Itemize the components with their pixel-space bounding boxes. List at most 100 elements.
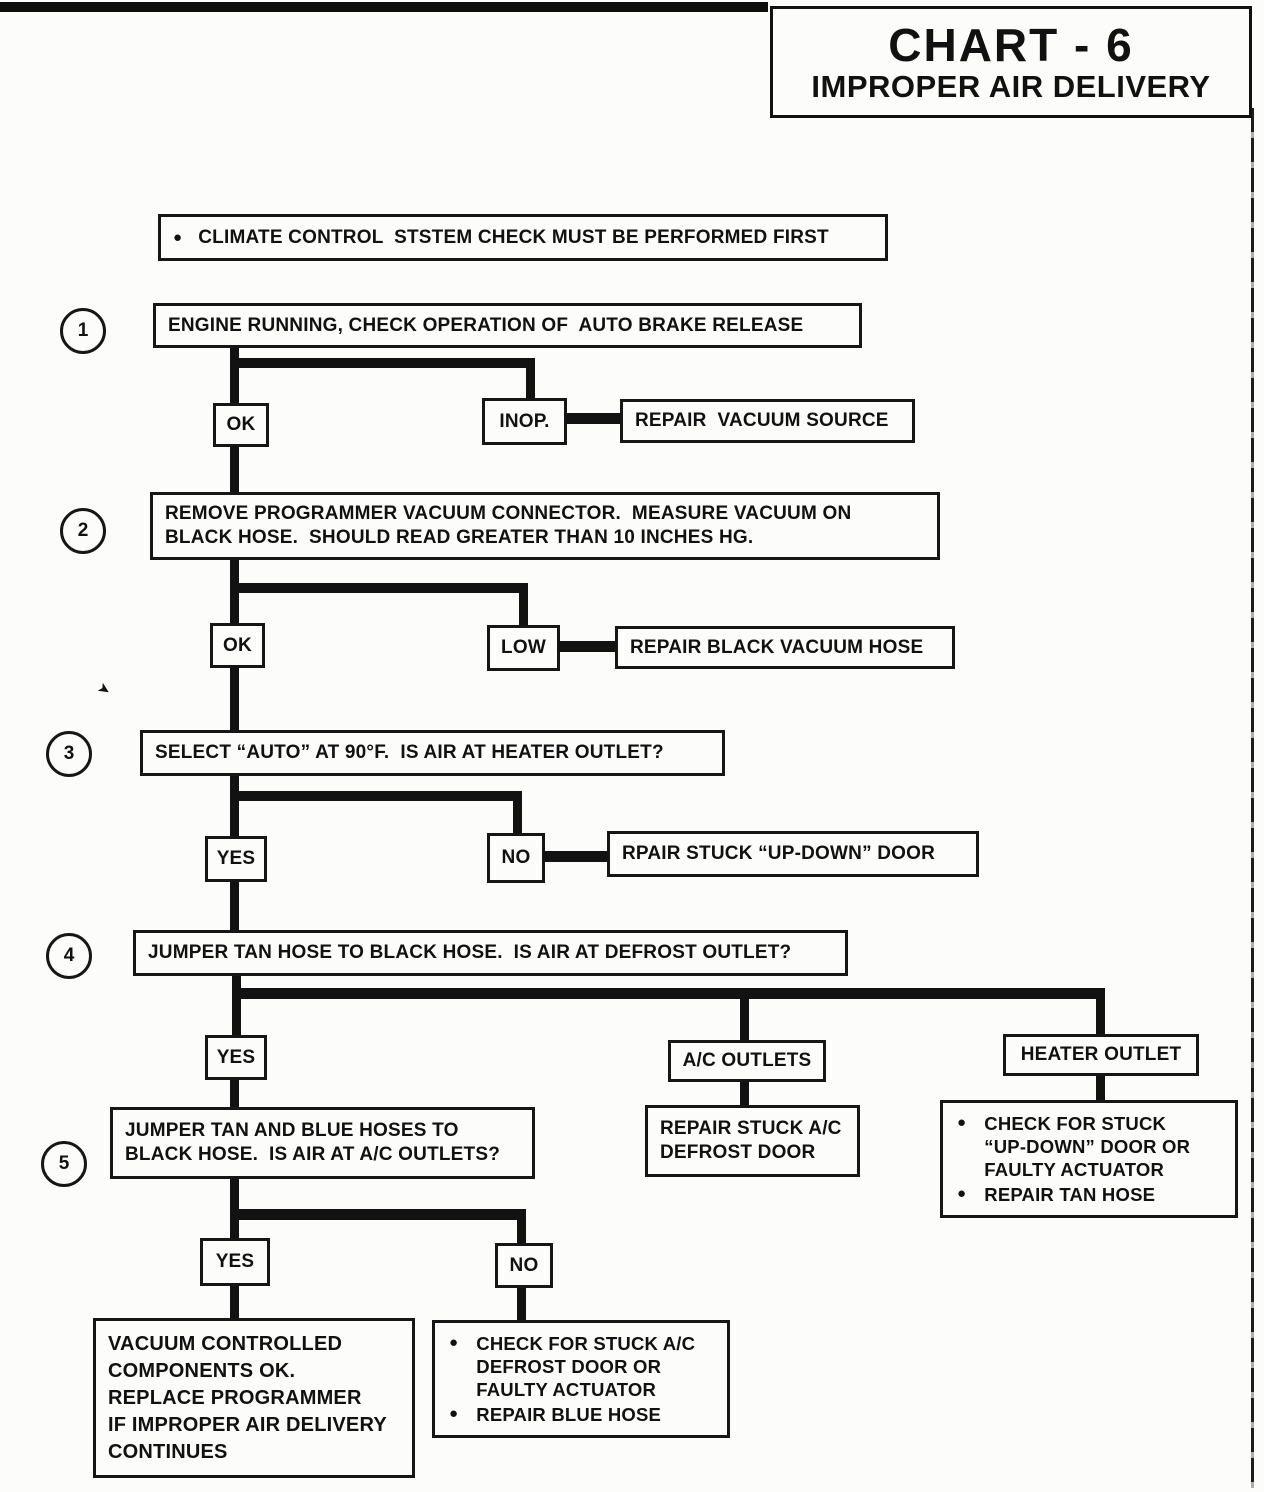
step-1-text: ENGINE RUNNING, CHECK OPERATION OF AUTO … xyxy=(168,314,804,336)
step-3-number-label: 3 xyxy=(63,743,75,764)
step-5-box: JUMPER TAN AND BLUE HOSES TO BLACK HOSE.… xyxy=(110,1107,535,1179)
decision-step5-yes-label: YES xyxy=(215,1251,255,1273)
connector-step1-branch xyxy=(230,358,535,368)
connector-step4-down xyxy=(232,976,241,1037)
connector-step3-no xyxy=(513,791,522,835)
connector-step1-inop xyxy=(526,358,535,400)
precondition-note-box: ● CLIMATE CONTROL STSTEM CHECK MUST BE P… xyxy=(158,214,888,261)
chart-title-box: CHART - 6 IMPROPER AIR DELIVERY xyxy=(770,6,1252,118)
action-rpair-updown-door-text: RPAIR STUCK “UP-DOWN” DOOR xyxy=(622,843,936,865)
branch-ac-outlets-box: A/C OUTLETS xyxy=(668,1040,826,1082)
branch-heater-outlet-box: HEATER OUTLET xyxy=(1003,1034,1199,1076)
step-5-number-label: 5 xyxy=(58,1153,70,1174)
step-2-number: 2 xyxy=(60,508,106,554)
connector-no5-action xyxy=(517,1288,526,1322)
decision-step1-ok-box: OK xyxy=(213,403,269,447)
connector-step2-branch xyxy=(230,583,528,593)
action-repair-vacuum-source-box: REPAIR VACUUM SOURCE xyxy=(620,399,915,443)
connector-step2-low xyxy=(519,583,528,627)
bullet-icon: ● xyxy=(173,228,183,246)
step-4-text: JUMPER TAN HOSE TO BLACK HOSE. IS AIR AT… xyxy=(148,942,792,964)
bullet-icon: ● xyxy=(957,1185,967,1203)
decision-step3-yes-label: YES xyxy=(216,848,256,870)
step-1-number: 1 xyxy=(60,308,106,354)
decision-step2-ok-label: OK xyxy=(223,634,252,656)
result-vacuum-ok-box: VACUUM CONTROLLED COMPONENTS OK. REPLACE… xyxy=(93,1318,415,1478)
connector-step4-branch xyxy=(232,988,1105,999)
step-2-box: REMOVE PROGRAMMER VACUUM CONNECTOR. MEAS… xyxy=(150,492,940,560)
connector-step5-no xyxy=(517,1209,526,1245)
decision-step4-yes-label: YES xyxy=(216,1046,256,1068)
bullet-icon: ● xyxy=(449,1333,459,1351)
action-repair-ac-defrost-text: REPAIR STUCK A/C DEFROST DOOR xyxy=(660,1118,842,1163)
branch-heater-outlet-label: HEATER OUTLET xyxy=(1020,1044,1182,1066)
ac-no-action-item-2: ● REPAIR BLUE HOSE xyxy=(449,1403,661,1426)
decision-step3-no-box: NO xyxy=(487,833,545,883)
chart-title: CHART - 6 xyxy=(888,18,1134,71)
step-4-number-label: 4 xyxy=(63,945,75,966)
top-scan-bar xyxy=(0,2,768,12)
step-3-box: SELECT “AUTO” AT 90°F. IS AIR AT HEATER … xyxy=(140,730,725,776)
action-heater-outlet-box: ● CHECK FOR STUCK “UP-DOWN” DOOR OR FAUL… xyxy=(940,1100,1238,1218)
connector-ok1-step2 xyxy=(230,446,239,494)
connector-yes3-step4 xyxy=(230,881,239,931)
bullet-icon: ● xyxy=(957,1113,967,1131)
connector-yes5-result xyxy=(230,1286,239,1320)
decision-step5-yes-box: YES xyxy=(200,1238,270,1286)
connector-step5-branch xyxy=(230,1209,526,1220)
connector-ok2-step3 xyxy=(230,666,239,732)
action-repair-ac-defrost-box: REPAIR STUCK A/C DEFROST DOOR xyxy=(645,1105,860,1177)
decision-step4-yes-box: YES xyxy=(205,1035,267,1080)
decision-step1-inop-box: INOP. xyxy=(482,398,567,445)
connector-step1-down xyxy=(230,348,239,405)
connector-step3-branch xyxy=(230,791,522,801)
connector-ac-action xyxy=(740,1082,749,1107)
connector-inop-action xyxy=(565,413,622,424)
step-3-text: SELECT “AUTO” AT 90°F. IS AIR AT HEATER … xyxy=(155,742,664,764)
decision-step3-no-label: NO xyxy=(501,847,531,869)
connector-no3-action xyxy=(543,851,609,862)
bullet-icon: ● xyxy=(449,1405,459,1423)
action-repair-black-hose-box: REPAIR BLACK VACUUM HOSE xyxy=(615,626,955,669)
precondition-note-text: CLIMATE CONTROL STSTEM CHECK MUST BE PER… xyxy=(198,226,829,248)
cursor-artifact-icon: ➤ xyxy=(94,678,114,700)
ac-no-action-item-1-text: CHECK FOR STUCK A/C DEFROST DOOR OR FAUL… xyxy=(476,1332,696,1400)
decision-step5-no-box: NO xyxy=(495,1243,553,1288)
decision-step2-low-box: LOW xyxy=(487,625,560,671)
action-repair-black-hose-text: REPAIR BLACK VACUUM HOSE xyxy=(630,636,924,658)
action-rpair-updown-door-box: RPAIR STUCK “UP-DOWN” DOOR xyxy=(607,831,979,877)
heater-action-item-1-text: CHECK FOR STUCK “UP-DOWN” DOOR OR FAULTY… xyxy=(984,1112,1191,1180)
action-repair-vacuum-source-text: REPAIR VACUUM SOURCE xyxy=(635,410,889,432)
step-2-text: REMOVE PROGRAMMER VACUUM CONNECTOR. MEAS… xyxy=(165,503,852,548)
heater-action-item-1: ● CHECK FOR STUCK “UP-DOWN” DOOR OR FAUL… xyxy=(957,1112,1190,1181)
ac-no-action-item-2-text: REPAIR BLUE HOSE xyxy=(476,1404,662,1426)
connector-step4-heater xyxy=(1096,998,1105,1036)
decision-step1-ok-label: OK xyxy=(226,414,256,436)
step-4-box: JUMPER TAN HOSE TO BLACK HOSE. IS AIR AT… xyxy=(133,930,848,976)
result-vacuum-ok-text: VACUUM CONTROLLED COMPONENTS OK. REPLACE… xyxy=(108,1332,387,1463)
step-4-number: 4 xyxy=(46,933,92,979)
step-3-number: 3 xyxy=(46,731,92,777)
decision-step2-low-label: LOW xyxy=(501,637,546,659)
right-edge-scan-line xyxy=(1251,108,1254,1488)
decision-step1-inop-label: INOP. xyxy=(499,410,550,432)
decision-step2-ok-box: OK xyxy=(210,623,265,668)
step-1-box: ENGINE RUNNING, CHECK OPERATION OF AUTO … xyxy=(153,303,862,348)
step-1-number-label: 1 xyxy=(77,320,89,341)
step-5-number: 5 xyxy=(41,1141,87,1187)
heater-action-item-2: ● REPAIR TAN HOSE xyxy=(957,1183,1155,1206)
decision-step3-yes-box: YES xyxy=(205,836,267,882)
connector-step3-down xyxy=(230,776,239,838)
connector-low-action xyxy=(558,641,617,652)
action-ac-outlets-no-box: ● CHECK FOR STUCK A/C DEFROST DOOR OR FA… xyxy=(432,1320,730,1438)
ac-no-action-item-1: ● CHECK FOR STUCK A/C DEFROST DOOR OR FA… xyxy=(449,1332,695,1401)
connector-heater-action xyxy=(1096,1076,1105,1102)
connector-yes4-step5 xyxy=(230,1080,239,1108)
branch-ac-outlets-label: A/C OUTLETS xyxy=(682,1050,812,1072)
heater-action-item-2-text: REPAIR TAN HOSE xyxy=(984,1184,1156,1206)
connector-step4-ac xyxy=(740,998,749,1040)
step-2-number-label: 2 xyxy=(77,520,89,541)
chart-subtitle: IMPROPER AIR DELIVERY xyxy=(811,69,1211,105)
decision-step5-no-label: NO xyxy=(509,1254,539,1276)
